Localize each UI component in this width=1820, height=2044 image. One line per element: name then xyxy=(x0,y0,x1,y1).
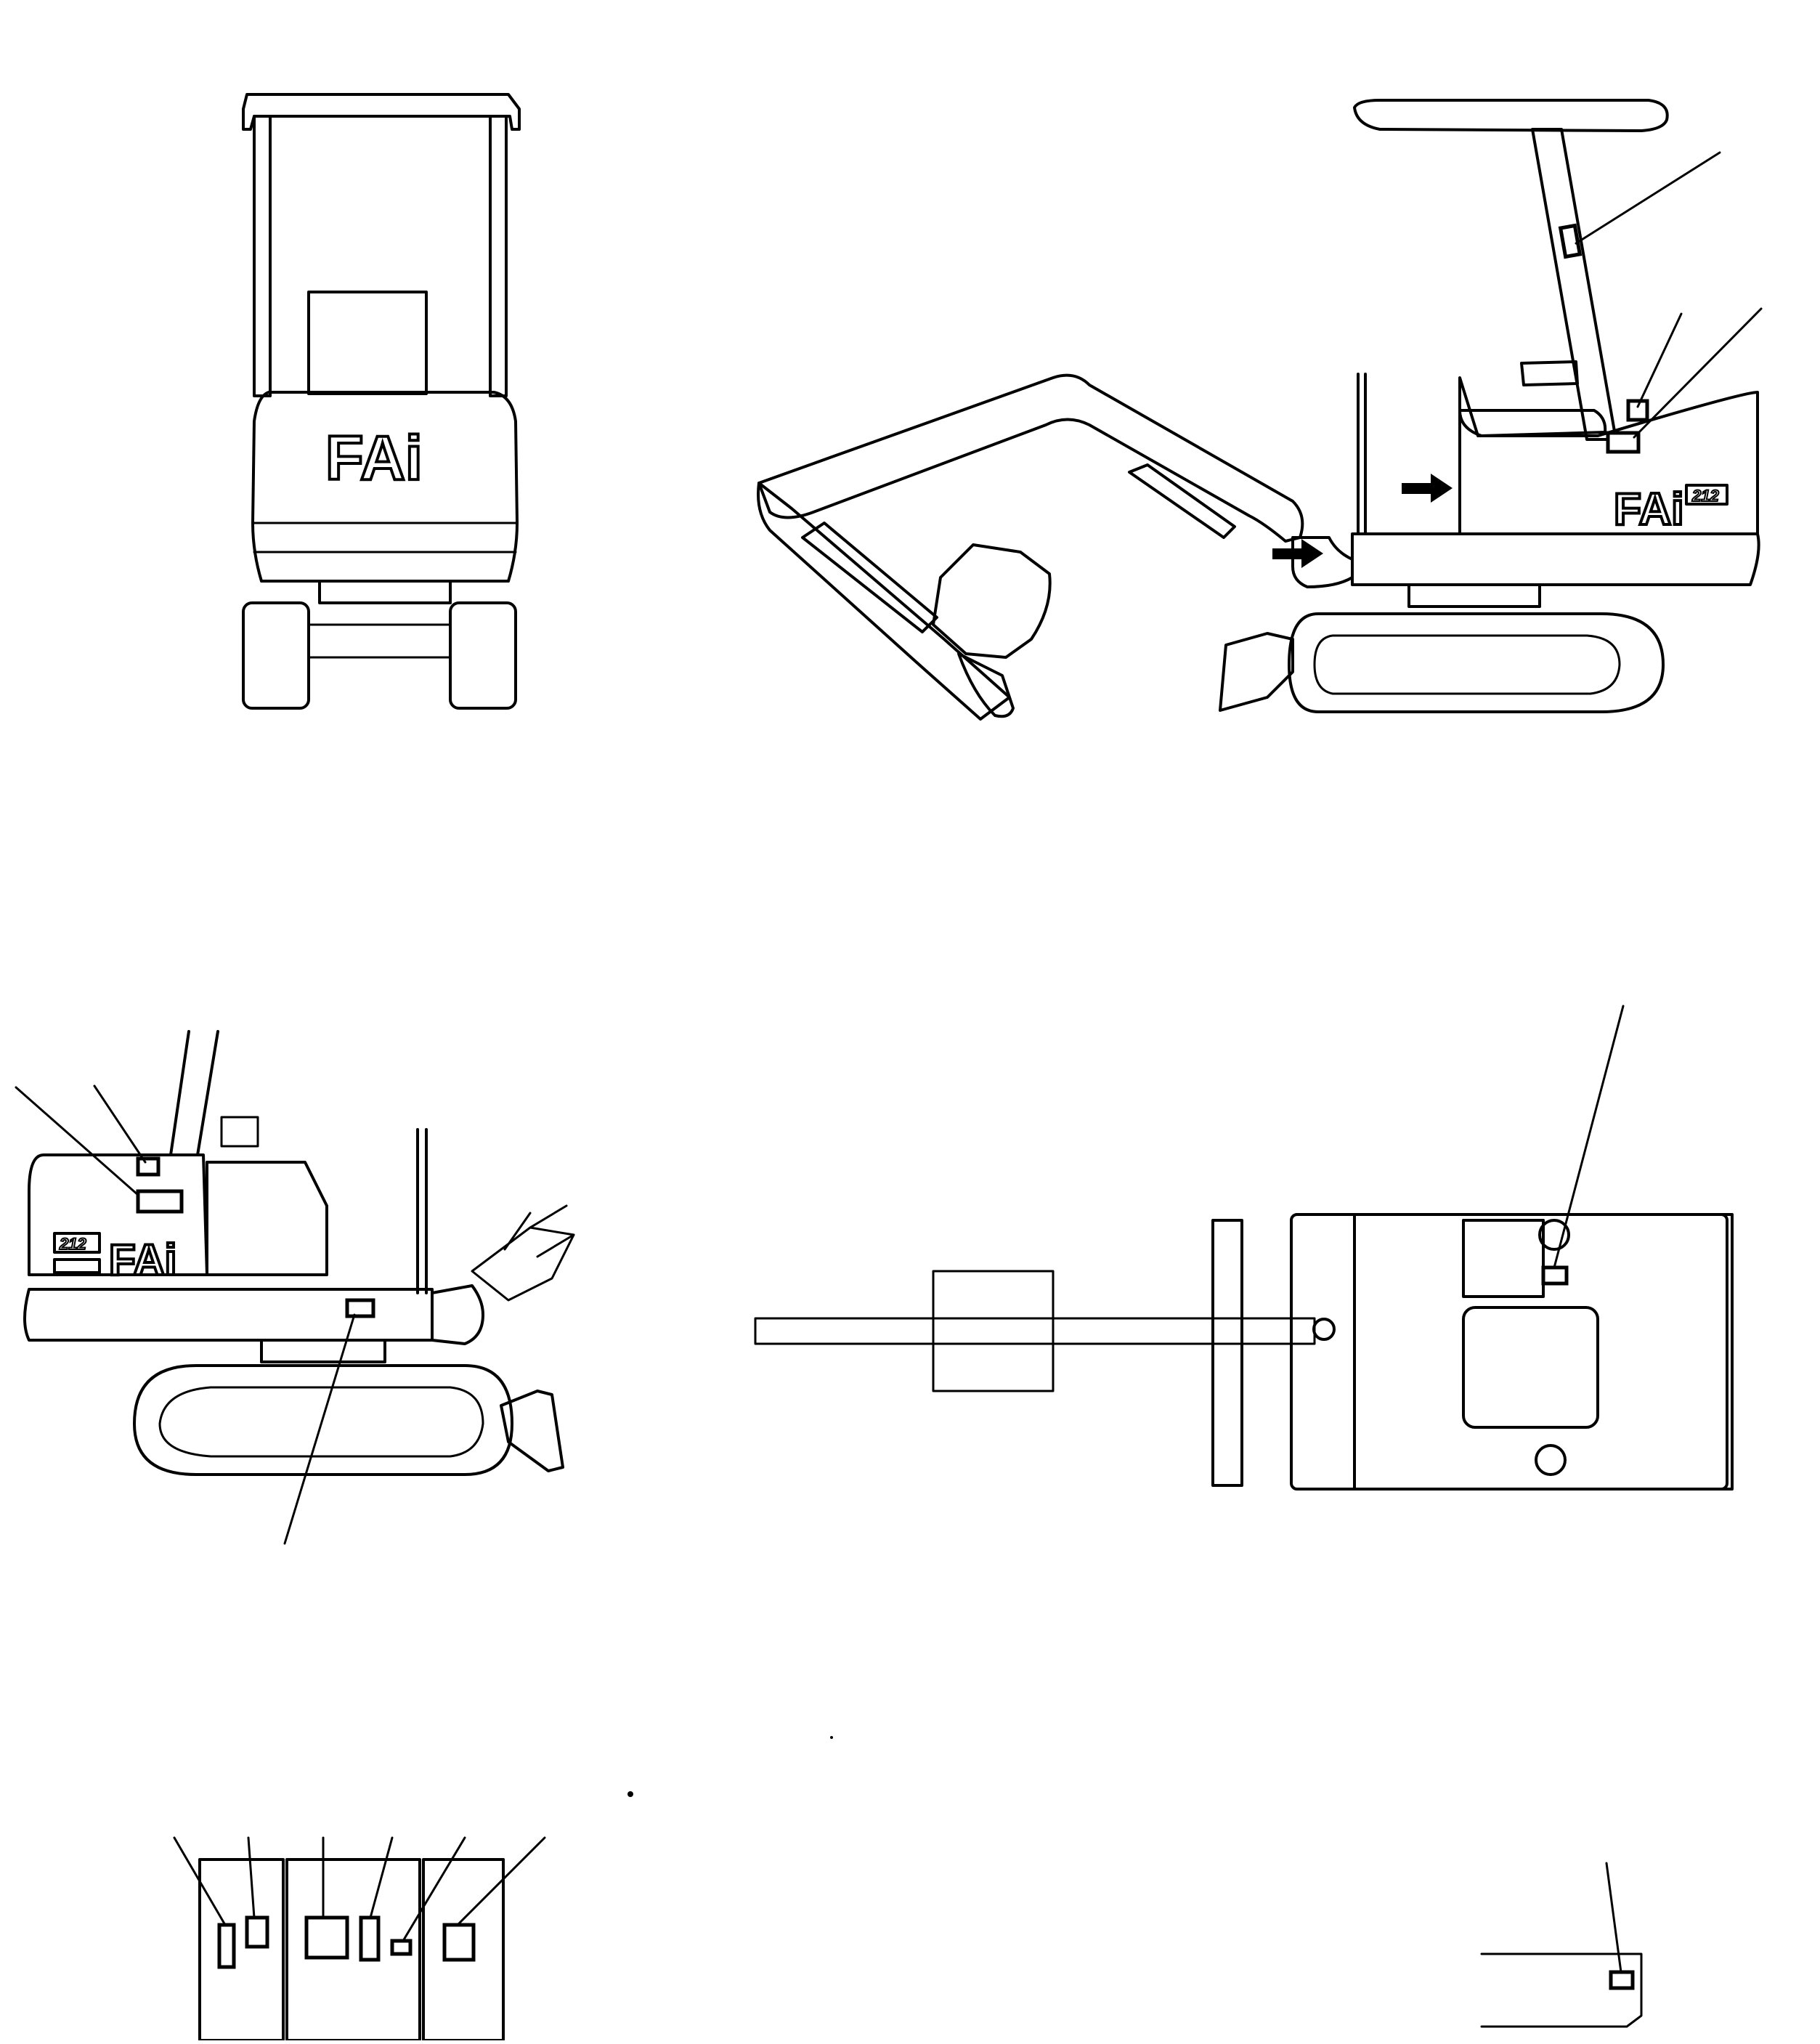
arm-top xyxy=(754,1317,1316,1345)
front-body-panel xyxy=(251,391,519,583)
track-inner xyxy=(1313,634,1621,695)
leader-panel-6 xyxy=(456,1836,546,1926)
right-side-view: 212 FAi xyxy=(15,1030,575,1545)
leader-decal-small-right xyxy=(93,1084,147,1164)
panel-decal-3 xyxy=(304,1915,349,1960)
undercarriage-frame xyxy=(307,623,452,659)
leader-decal-medium xyxy=(1633,307,1763,439)
model-badge xyxy=(1685,484,1728,506)
leader-decal-small xyxy=(1636,312,1683,408)
decal-small-right xyxy=(136,1156,161,1177)
panel-left xyxy=(198,1858,285,2042)
brand-logo-front: FAi xyxy=(325,423,423,493)
boom-cylinder xyxy=(1128,463,1236,539)
side-decal-small xyxy=(1626,399,1649,422)
arm xyxy=(757,482,1011,721)
canopy-post-side xyxy=(1531,128,1617,441)
corner-detail xyxy=(1480,1862,1643,2028)
canopy-decal xyxy=(1558,223,1583,259)
operator-seat xyxy=(1458,409,1607,437)
swing-bearing-side xyxy=(1407,583,1541,608)
swing-bearing-right xyxy=(260,1339,386,1363)
boom-stub-right xyxy=(471,1226,575,1302)
bucket xyxy=(932,543,1052,659)
panel-decal-1 xyxy=(217,1923,236,1969)
operator-seat-back xyxy=(307,291,428,395)
dozer-blade-right xyxy=(500,1390,564,1472)
dozer-blade-top xyxy=(1211,1219,1243,1487)
control-box-top xyxy=(1462,1219,1545,1298)
front-view: FAi xyxy=(242,93,521,710)
panel-decal-6 xyxy=(442,1923,476,1962)
model-badge-right xyxy=(53,1232,101,1254)
corner-decal xyxy=(1609,1970,1635,1990)
panel-decal-4 xyxy=(359,1915,381,1962)
leader-top-decal xyxy=(1553,1005,1625,1269)
swing-bracket xyxy=(1291,536,1354,588)
control-panel-detail xyxy=(173,1836,546,2042)
bucket-link xyxy=(957,652,1015,718)
leader-panel-5 xyxy=(402,1836,466,1942)
side-decal-medium xyxy=(1606,431,1641,454)
counterweight-deck xyxy=(1351,532,1760,586)
upper-body xyxy=(1458,376,1759,535)
canopy-post-left xyxy=(253,115,272,397)
upper-body-top xyxy=(1353,1213,1734,1491)
undercarriage-top xyxy=(1290,1213,1728,1491)
arm-cylinder xyxy=(801,522,938,633)
boom xyxy=(757,373,1304,543)
leader-panel-4 xyxy=(369,1836,394,1919)
model-number-right: 212 xyxy=(59,1235,86,1253)
front-track-right xyxy=(449,601,517,710)
leader-decal-medium-right xyxy=(15,1086,139,1196)
bucket-top xyxy=(932,1270,1055,1392)
decal-medium-right xyxy=(136,1189,184,1214)
leader-canopy-decal xyxy=(1575,151,1721,245)
arrow-marker-upper xyxy=(1402,474,1453,503)
hinge-top-lower xyxy=(1535,1444,1567,1476)
canopy-post-right xyxy=(489,115,508,397)
top-decal xyxy=(1541,1265,1569,1286)
corner-panel xyxy=(1480,1952,1643,2028)
swing-bearing xyxy=(318,580,452,604)
cab-block xyxy=(206,1161,328,1276)
leader-corner-decal xyxy=(1605,1862,1622,1974)
canopy-roof-side xyxy=(1353,99,1669,132)
canopy-roof xyxy=(242,93,521,131)
arrow-marker-lower xyxy=(1272,539,1323,568)
upper-body-right xyxy=(28,1153,208,1276)
track-outline xyxy=(1288,612,1665,713)
brand-logo-right: FAi xyxy=(109,1236,176,1284)
canopy-post-rear-a xyxy=(169,1030,190,1156)
track-inner-right xyxy=(158,1386,484,1458)
leader-panel-2 xyxy=(247,1836,256,1919)
deck-decal-right xyxy=(345,1298,375,1318)
panel-decal-5 xyxy=(390,1939,413,1956)
swing-bracket-right xyxy=(431,1284,484,1345)
brand-logo-side: FAi xyxy=(1614,484,1683,535)
leader-panel-1 xyxy=(173,1836,227,1926)
left-side-view: FAi 212 xyxy=(757,99,1763,721)
leader-deck-decal-right xyxy=(283,1313,356,1545)
top-view xyxy=(754,1005,1734,1491)
panel-decal-2 xyxy=(245,1915,269,1949)
swing-pivot-top xyxy=(1312,1318,1336,1341)
leader-boom-stub-a xyxy=(503,1212,532,1251)
model-number: 212 xyxy=(1691,487,1719,505)
dozer-blade xyxy=(1219,632,1294,712)
front-track-left xyxy=(242,601,310,710)
scan-speck xyxy=(830,1736,833,1739)
armrest xyxy=(1520,360,1579,386)
armrest-right xyxy=(220,1116,259,1148)
hinge-top-upper xyxy=(1538,1219,1570,1251)
track-right xyxy=(133,1364,513,1476)
scan-speck xyxy=(627,1791,633,1797)
seat-top xyxy=(1462,1306,1599,1429)
